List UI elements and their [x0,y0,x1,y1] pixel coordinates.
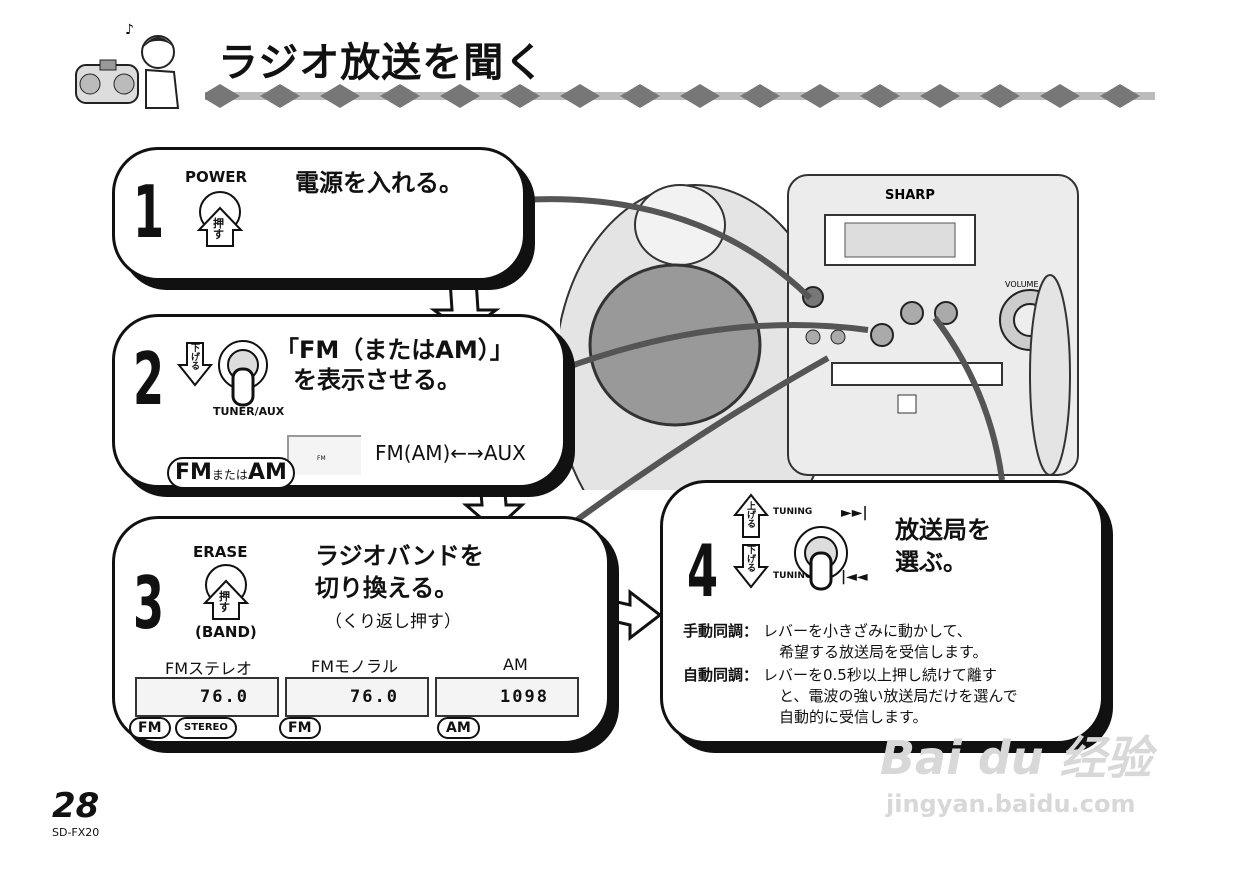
display-fm-mono-value: 76.0 [350,687,399,707]
display-label-fm-mono: FMモノラル [311,657,399,676]
display-fm-mono: 76.0 [285,677,429,717]
model-name: SD-FX20 [52,826,100,839]
brand-logo: SHARP [885,188,935,203]
down-hint-2: 下げる [747,546,757,574]
auto-tuning-line2: と、電波の強い放送局だけを選んで [779,687,1018,705]
backward-skip-icon: |◄◄ [841,569,868,585]
step4-panel: 4 上げる 下げる TUNING TUNING ►►| |◄◄ 放送局を 選ぶ。… [660,480,1104,744]
band-label: (BAND) [195,623,257,641]
fm-label: FM [175,460,212,485]
step3-number: 3 [133,561,165,645]
display-fm-stereo-value: 76.0 [200,687,249,707]
display-am: 1098 [435,677,579,717]
step1-panel: 1 POWER 押す 電源を入れる。 [112,147,526,281]
step2-display [287,435,361,475]
step4-number: 4 [687,529,719,613]
display-am-value: 1098 [500,687,549,707]
manual-tuning-term: 手動同調： [683,622,759,640]
title-diamond-rule [205,84,1155,108]
display-fm-stereo: 76.0 [135,677,279,717]
step1-number: 1 [133,170,165,254]
display-label-am: AM [503,655,528,674]
step3-panel: 3 ERASE 押す (BAND) ラジオバンドを 切り換える。 （くり返し押す… [112,516,610,744]
erase-button-label: ERASE [193,543,248,561]
erase-press-text: 押す [219,590,230,614]
step3-note: （くり返し押す） [325,612,461,632]
forward-skip-icon: ►►| [841,505,868,521]
auto-tuning-line3: 自動的に受信します。 [779,708,928,726]
page-title: ラジオ放送を聞く [218,40,546,86]
band-cycle-text: FM(AM)←→AUX [375,441,526,465]
tuning-label-top: TUNING [773,507,813,517]
fm-or-am-pill: FMまたはAM [167,457,295,489]
step2-instruction-2: を表示させる。 [293,366,461,394]
badge-stereo: STEREO [175,717,237,739]
erase-press-icon [202,564,250,620]
page-number: 28 [52,786,100,826]
or-label: または [211,468,248,482]
watermark-url: jingyan.baidu.com [886,790,1136,818]
step4-instruction-1: 放送局を [895,516,991,544]
volume-label: VOLUME [1005,280,1039,289]
tuner-aux-lever-icon [218,340,268,407]
step4-instruction-2: 選ぶ。 [895,548,967,576]
step3-instruction-1: ラジオバンドを [315,542,484,570]
up-hint: 上げる [747,502,757,530]
step2-instruction-1: 「FM（またはAM）」 [275,336,514,364]
power-press-text: 押す [213,217,224,241]
step2-display-small: FM [317,455,326,462]
up-arrow-icon [733,493,769,538]
listener-illustration: ♪ [75,22,180,109]
tuning-label-bottom: TUNING [773,571,813,581]
tuner-aux-label: TUNER/AUX [213,405,285,418]
auto-tuning-term: 自動同調： [683,666,759,684]
step2-panel: 2 下げる TUNER/AUX 「FM（またはAM）」 を表示させる。 FM F… [112,314,566,489]
tuning-lever-icon [794,526,848,591]
power-press-icon [196,191,244,247]
badge-fm-mono: FM [279,717,321,739]
watermark-brand: Bai du 经验 [880,731,1152,785]
am-label: AM [247,460,287,485]
manual-tuning-line1: レバーを小きざみに動かして、 [763,622,972,640]
step1-instruction: 電源を入れる。 [295,169,463,197]
down-arrow-icon-2 [733,544,769,589]
svg-text:♪: ♪ [125,22,134,38]
down-hint: 下げる [191,344,201,372]
power-button-label: POWER [185,168,248,186]
display-label-fm-stereo: FMステレオ [165,659,253,678]
auto-tuning-line1: レバーを0.5秒以上押し続けて離す [763,666,997,684]
badge-fm: FM [129,717,171,739]
badge-am: AM [437,717,480,739]
manual-tuning-line2: 希望する放送局を受信します。 [779,643,988,661]
step3-instruction-2: 切り換える。 [315,574,459,602]
down-arrow-icon [177,342,213,387]
step2-number: 2 [133,337,165,421]
